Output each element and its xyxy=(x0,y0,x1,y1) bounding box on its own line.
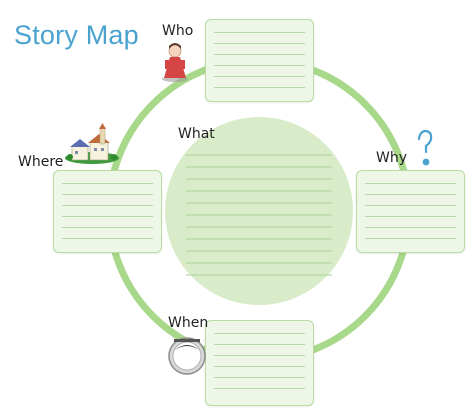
where-label: Where xyxy=(18,154,64,170)
page-title: Story Map xyxy=(14,20,139,50)
who-box[interactable] xyxy=(205,19,314,102)
when-label: When xyxy=(168,315,209,331)
what-label: What xyxy=(178,126,215,142)
what-lines xyxy=(186,154,332,276)
why-box[interactable] xyxy=(356,170,465,253)
why-label: Why xyxy=(376,150,408,166)
what-center-circle xyxy=(165,117,353,305)
when-box[interactable] xyxy=(205,320,314,406)
who-label: Who xyxy=(162,23,194,39)
where-box[interactable] xyxy=(53,170,162,253)
